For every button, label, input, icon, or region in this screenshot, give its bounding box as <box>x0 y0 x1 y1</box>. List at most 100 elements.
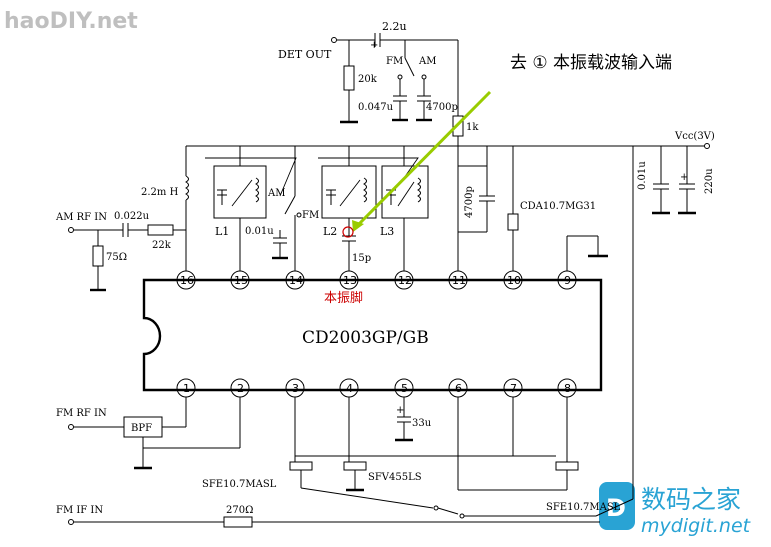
sfe-right-filter <box>555 461 579 471</box>
bottom-pins: 1 2 3 4 5 6 7 8 <box>176 378 577 398</box>
svg-text:1k: 1k <box>466 122 479 133</box>
svg-text:15p: 15p <box>352 253 371 264</box>
l2-label: L2 <box>323 225 337 238</box>
svg-text:FM RF IN: FM RF IN <box>56 408 107 419</box>
svg-text:FM: FM <box>386 56 403 67</box>
svg-text:SFV455LS: SFV455LS <box>368 472 422 483</box>
svg-text:2: 2 <box>237 382 244 395</box>
svg-text:AM: AM <box>267 188 285 199</box>
annotation-arrow <box>355 90 492 228</box>
svg-text:SFE10.7MASL: SFE10.7MASL <box>202 479 277 490</box>
svg-text:+: + <box>680 172 688 183</box>
am-rf-input-section: 2.2m H 22k AM RF IN 0.022u 75Ω <box>55 146 189 292</box>
svg-text:4: 4 <box>346 382 353 395</box>
svg-text:13: 13 <box>343 274 357 287</box>
pin-14: 14 <box>285 270 305 290</box>
oscillator-tank-section: L1 AM FM 0.01u L2 L3 <box>205 146 429 271</box>
pin-7: 7 <box>503 378 523 398</box>
pin-2: 2 <box>230 378 250 398</box>
det-out-label: DET OUT <box>278 48 332 61</box>
l1-label: L1 <box>215 225 229 238</box>
svg-text:AM: AM <box>418 56 436 67</box>
fm-rf-input-section: BPF FM RF IN <box>56 397 241 470</box>
oscillator-pin-marker <box>342 226 354 238</box>
svg-text:3: 3 <box>292 382 299 395</box>
svg-text:0.01u: 0.01u <box>245 226 274 237</box>
pin-16: 16 <box>176 270 196 290</box>
svg-text:15: 15 <box>234 274 248 287</box>
chip-body: CD2003GP/GB <box>142 278 603 392</box>
pin-5: 5 <box>394 378 414 398</box>
svg-text:33u: 33u <box>412 418 432 429</box>
sfe-left-filter <box>289 461 313 471</box>
svg-text:2.2m H: 2.2m H <box>141 187 179 198</box>
svg-text:CDA10.7MG31: CDA10.7MG31 <box>520 201 596 212</box>
svg-text:75Ω: 75Ω <box>106 252 127 263</box>
svg-text:10: 10 <box>507 274 521 287</box>
det-out-section: DET OUT 2.2u + 20k FM AM 0.047u <box>278 20 479 271</box>
bpf-label: BPF <box>131 423 152 434</box>
svg-text:220u: 220u <box>704 168 715 194</box>
cda-resonator <box>507 213 519 231</box>
pin-1: 1 <box>176 378 196 398</box>
resistor-22k <box>147 224 174 236</box>
svg-text:0.01u: 0.01u <box>637 161 648 190</box>
svg-text:12: 12 <box>398 274 412 287</box>
svg-text:20k: 20k <box>358 74 378 85</box>
svg-text:11: 11 <box>452 274 466 287</box>
fm-if-input-section: FM IF IN 270Ω <box>56 505 600 528</box>
svg-text:Vcc(3V): Vcc(3V) <box>674 131 715 142</box>
svg-text:4700p: 4700p <box>426 102 458 113</box>
svg-text:16: 16 <box>180 274 194 287</box>
resistor-75 <box>92 245 104 267</box>
pin-6: 6 <box>448 378 468 398</box>
pin-13: 13 <box>339 270 359 290</box>
oscillator-pin-label: 本振脚 <box>324 290 363 306</box>
svg-text:7: 7 <box>510 382 517 395</box>
svg-text:+: + <box>396 405 404 416</box>
annotation-arrowhead <box>352 220 364 232</box>
svg-text:270Ω: 270Ω <box>226 505 253 516</box>
pin-11: 11 <box>448 270 468 290</box>
haodiy-watermark: haoDIY.net <box>4 9 138 34</box>
chip-name: CD2003GP/GB <box>302 328 429 348</box>
resistor-270 <box>223 516 253 528</box>
mydigit-cn-text: 数码之家 <box>641 485 741 514</box>
svg-text:+: + <box>370 40 378 51</box>
l3-label: L3 <box>380 225 394 238</box>
svg-text:6: 6 <box>455 382 462 395</box>
svg-text:AM RF IN: AM RF IN <box>55 212 107 223</box>
svg-text:FM: FM <box>302 210 319 221</box>
haodiy-logo-text: haoDIY.net <box>4 9 138 34</box>
svg-text:0.022u: 0.022u <box>114 211 150 222</box>
pin-8: 8 <box>557 378 577 398</box>
svg-text:0.047u: 0.047u <box>358 102 394 113</box>
pin-3: 3 <box>285 378 305 398</box>
pin-15: 15 <box>230 270 250 290</box>
sfv455-filter <box>343 461 367 471</box>
pin-10: 10 <box>503 270 523 290</box>
svg-text:4700p: 4700p <box>464 186 475 218</box>
svg-text:5: 5 <box>401 382 408 395</box>
pin-12: 12 <box>394 270 414 290</box>
svg-text:SFE10.7MASL: SFE10.7MASL <box>546 502 621 513</box>
annotation-note: 去 ① 本振载波输入端 <box>510 53 672 73</box>
svg-text:D: D <box>606 494 626 522</box>
resistor-20k <box>343 65 355 91</box>
svg-text:9: 9 <box>564 274 571 287</box>
svg-text:22k: 22k <box>152 240 172 251</box>
svg-text:FM IF IN: FM IF IN <box>56 505 103 516</box>
pin-4: 4 <box>339 378 359 398</box>
svg-text:1: 1 <box>183 382 190 395</box>
top-pins: 16 15 14 13 12 11 10 9 <box>176 270 577 290</box>
vcc-rail: Vcc(3V) 0.01u + 220u <box>186 131 715 499</box>
mydigit-watermark: D 数码之家 mydigit.net <box>599 482 752 537</box>
oscillator-pin-annotation: 本振脚 去 ① 本振载波输入端 <box>324 53 672 306</box>
if-filter-section: SFE10.7MASL SFV455LS + 33u SFE10.7MASL <box>202 397 634 519</box>
svg-text:8: 8 <box>564 382 571 395</box>
pin-11-10-9-section: 4700p CDA10.7MG31 <box>458 146 608 271</box>
svg-text:14: 14 <box>289 274 303 287</box>
mydigit-url-text: mydigit.net <box>641 515 752 537</box>
cap-2-2u-label: 2.2u <box>382 20 407 33</box>
